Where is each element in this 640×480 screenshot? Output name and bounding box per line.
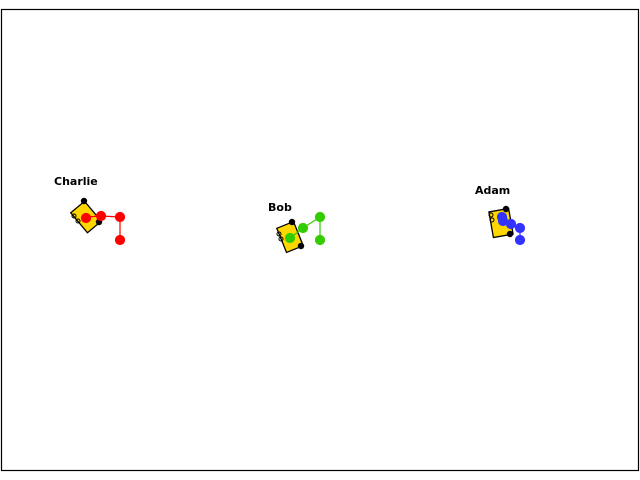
arm-joint <box>314 234 326 246</box>
arm-joint <box>297 222 309 234</box>
arm-joint <box>114 211 126 223</box>
player-bob: Bob <box>268 201 326 254</box>
arm-joint <box>114 234 126 246</box>
eye-icon <box>276 231 282 237</box>
body-joint <box>506 230 514 238</box>
player-name-label: Bob <box>268 201 292 214</box>
body-joint <box>297 242 305 250</box>
eye-icon <box>278 236 284 242</box>
arm-joint <box>314 211 326 223</box>
arm-joint <box>284 232 296 244</box>
body-joint <box>288 218 296 226</box>
eye-icon <box>489 217 495 223</box>
player-name-label: Adam <box>475 184 510 197</box>
arm-joint <box>80 212 92 224</box>
player-arm <box>284 211 326 246</box>
eye-icon <box>71 213 77 219</box>
eye-icon <box>488 212 494 218</box>
body-joint <box>80 197 88 205</box>
arm-joint <box>505 218 517 230</box>
arm-joint <box>95 210 107 222</box>
player-arm <box>80 210 126 246</box>
arm-joint <box>514 234 526 246</box>
player-arm <box>496 211 526 246</box>
arm-joint <box>514 222 526 234</box>
player-adam: Adam <box>475 184 526 246</box>
player-charlie: Charlie <box>54 175 126 246</box>
body-joint <box>502 205 510 213</box>
eye-icon <box>75 218 81 224</box>
player-name-label: Charlie <box>54 175 98 188</box>
